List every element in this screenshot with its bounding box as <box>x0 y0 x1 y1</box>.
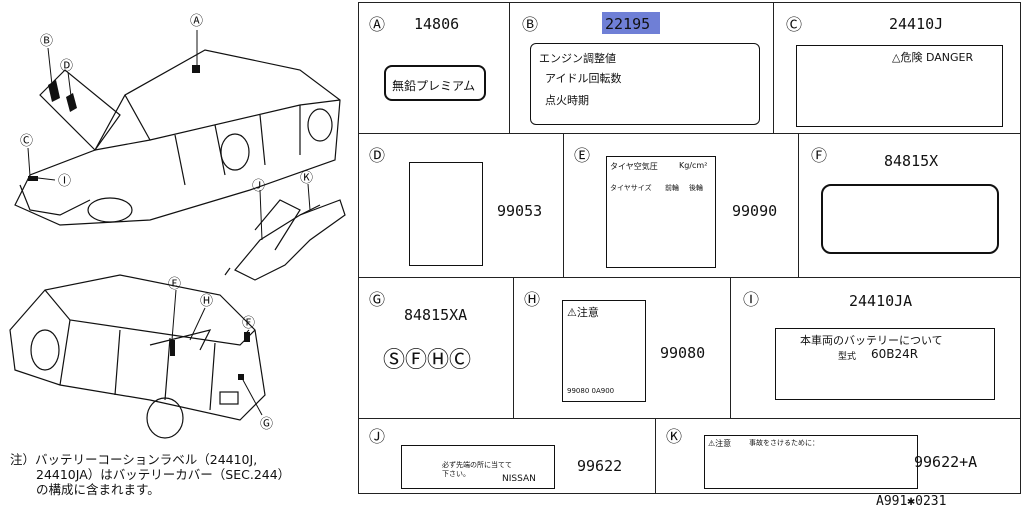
callout-g: Ⓖ <box>260 417 273 432</box>
label-e: タイヤ空気圧 Kg/cm² タイヤサイズ 前輪 後輪 <box>606 156 716 268</box>
callout-a: Ⓐ <box>190 14 203 29</box>
label-h: ⚠注意 99080 0A900 <box>562 300 646 402</box>
vehicle-diagram: Ⓐ Ⓑ Ⓓ Ⓒ Ⓘ Ⓙ Ⓚ Ⓔ Ⓗ Ⓕ Ⓖ <box>9 14 346 439</box>
callout-h: Ⓗ <box>200 294 213 309</box>
panel-f: Ⓕ 84815X <box>798 133 1021 278</box>
panel-d: Ⓓ 99053 <box>358 133 564 278</box>
label-j: 必ず先端の所に当てて 下さい。 NISSAN <box>401 445 555 489</box>
panel-g: Ⓖ 84815XA ⓈⒻⒽⒸ <box>358 277 514 419</box>
panel-k: Ⓚ ⚠注意 事故をさけるために： 99622+A <box>655 418 1021 494</box>
highlight-marker <box>602 12 660 34</box>
callout-d: Ⓓ <box>60 59 73 74</box>
callout-e: Ⓔ <box>168 277 181 292</box>
reference-code: A991✱0231 <box>876 494 947 509</box>
footnote: 注）バッテリーコーションラベル（24410J, 24410JA）はバッテリーカバ… <box>10 452 291 497</box>
callout-k: Ⓚ <box>300 171 313 186</box>
panel-c: Ⓒ 24410J △危険 DANGER <box>773 2 1021 134</box>
callout-i: Ⓘ <box>58 174 71 189</box>
panel-i: Ⓘ 24410JA 本車両のバッテリーについて 型式 60B24R <box>730 277 1021 419</box>
label-k: ⚠注意 事故をさけるために： <box>704 435 918 489</box>
panel-h: Ⓗ ⚠注意 99080 0A900 99080 <box>513 277 731 419</box>
label-a: 無鉛プレミアム <box>384 65 486 101</box>
panel-b: Ⓑ 22195 エンジン調整値 アイドル回転数 点火時期 <box>509 2 774 134</box>
label-c: △危険 DANGER <box>796 45 1003 127</box>
callout-j: Ⓙ <box>252 179 265 194</box>
panel-e: Ⓔ タイヤ空気圧 Kg/cm² タイヤサイズ 前輪 後輪 99090 <box>563 133 799 278</box>
label-i: 本車両のバッテリーについて 型式 60B24R <box>775 328 995 400</box>
label-b: エンジン調整値 アイドル回転数 点火時期 <box>530 43 760 125</box>
callout-c: Ⓒ <box>20 134 33 149</box>
callout-b: Ⓑ <box>40 34 53 49</box>
emblem-f <box>821 184 999 254</box>
callout-f: Ⓕ <box>242 316 255 331</box>
panel-a: Ⓐ 14806 無鉛プレミアム <box>358 2 510 134</box>
panel-j: Ⓙ 必ず先端の所に当てて 下さい。 NISSAN 99622 <box>358 418 656 494</box>
label-d <box>409 162 483 266</box>
